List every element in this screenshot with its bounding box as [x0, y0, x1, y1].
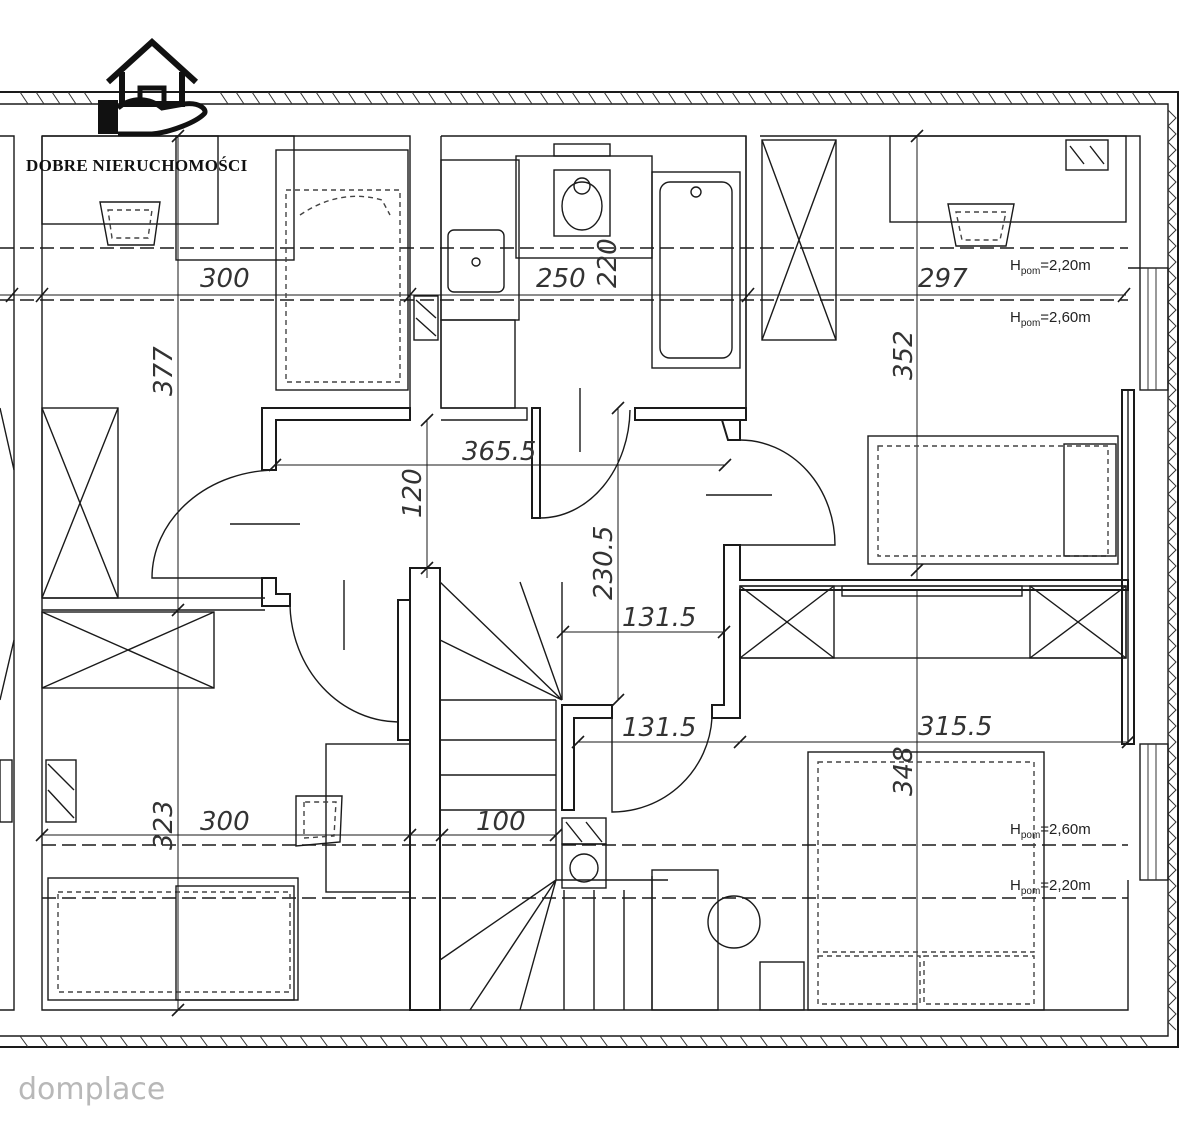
- radiator-icon: [413, 295, 439, 341]
- watermark: domplace: [18, 1072, 166, 1107]
- chair-icon: [947, 203, 1015, 247]
- desk: [41, 135, 219, 225]
- ceiling-height-lines: [0, 247, 1128, 899]
- doors: [151, 388, 836, 813]
- dim-300-top: 300: [200, 264, 250, 294]
- height-label: Hpom=2,20m: [1010, 877, 1091, 897]
- bed: [275, 149, 409, 391]
- height-label: Hpom=2,20m: [1010, 257, 1091, 277]
- wardrobe: [41, 611, 215, 689]
- windows-right: [1139, 267, 1169, 881]
- dim-297: 297: [918, 264, 968, 294]
- bed: [47, 877, 299, 1001]
- dimension-ticks: [5, 129, 1135, 1017]
- staircase: [439, 581, 719, 1011]
- wardrobe: [739, 585, 1127, 659]
- toilet-icon: [515, 143, 653, 259]
- height-labels: Hpom=2,20m Hpom=2,60m Hpom=2,60m Hpom=2,…: [1010, 257, 1091, 897]
- desk: [325, 743, 411, 893]
- dim-365-5: 365.5: [462, 437, 536, 467]
- dim-300-bottom: 300: [200, 807, 250, 837]
- radiator-icon: [561, 817, 607, 845]
- chair-icon: [99, 201, 161, 246]
- brand-name: DOBRE NIERUCHOMOŚCI: [26, 156, 248, 175]
- dim-131-5-b: 131.5: [622, 713, 696, 743]
- dim-230-5: 230.5: [589, 526, 619, 600]
- dim-250: 250: [536, 264, 586, 294]
- dim-131-5-a: 131.5: [622, 603, 696, 633]
- dimension-labels: 300 250 220 297 377 352 365.5 120 230.5 …: [149, 238, 992, 850]
- radiator-icon: [1065, 139, 1109, 171]
- house-in-hand-icon: [98, 37, 208, 137]
- dim-377: 377: [149, 346, 179, 396]
- round-table: [707, 895, 761, 949]
- dim-348: 348: [889, 746, 919, 796]
- dim-315-5: 315.5: [918, 712, 992, 742]
- outer-walls: [0, 91, 1179, 1048]
- wardrobe: [41, 407, 119, 599]
- bed: [867, 435, 1119, 565]
- dim-323: 323: [149, 800, 179, 850]
- boiler: [569, 853, 599, 883]
- dim-220: 220: [593, 238, 623, 288]
- interior-walls: [0, 135, 1141, 1011]
- bathtub-icon: [651, 171, 741, 369]
- bed: [807, 751, 1045, 1011]
- cabinet: [761, 139, 837, 341]
- radiator-icon: [45, 759, 77, 823]
- radiator-icon: [0, 759, 13, 823]
- desk: [889, 135, 1127, 223]
- height-label: Hpom=2,60m: [1010, 309, 1091, 329]
- chair-icon: [295, 795, 343, 847]
- dimension-lines: [0, 129, 1135, 1017]
- furniture: [0, 135, 1127, 1011]
- sink-icon: [447, 229, 505, 293]
- dim-100: 100: [476, 807, 526, 837]
- dim-352: 352: [889, 330, 919, 380]
- dim-120: 120: [398, 468, 428, 518]
- height-label: Hpom=2,60m: [1010, 821, 1091, 841]
